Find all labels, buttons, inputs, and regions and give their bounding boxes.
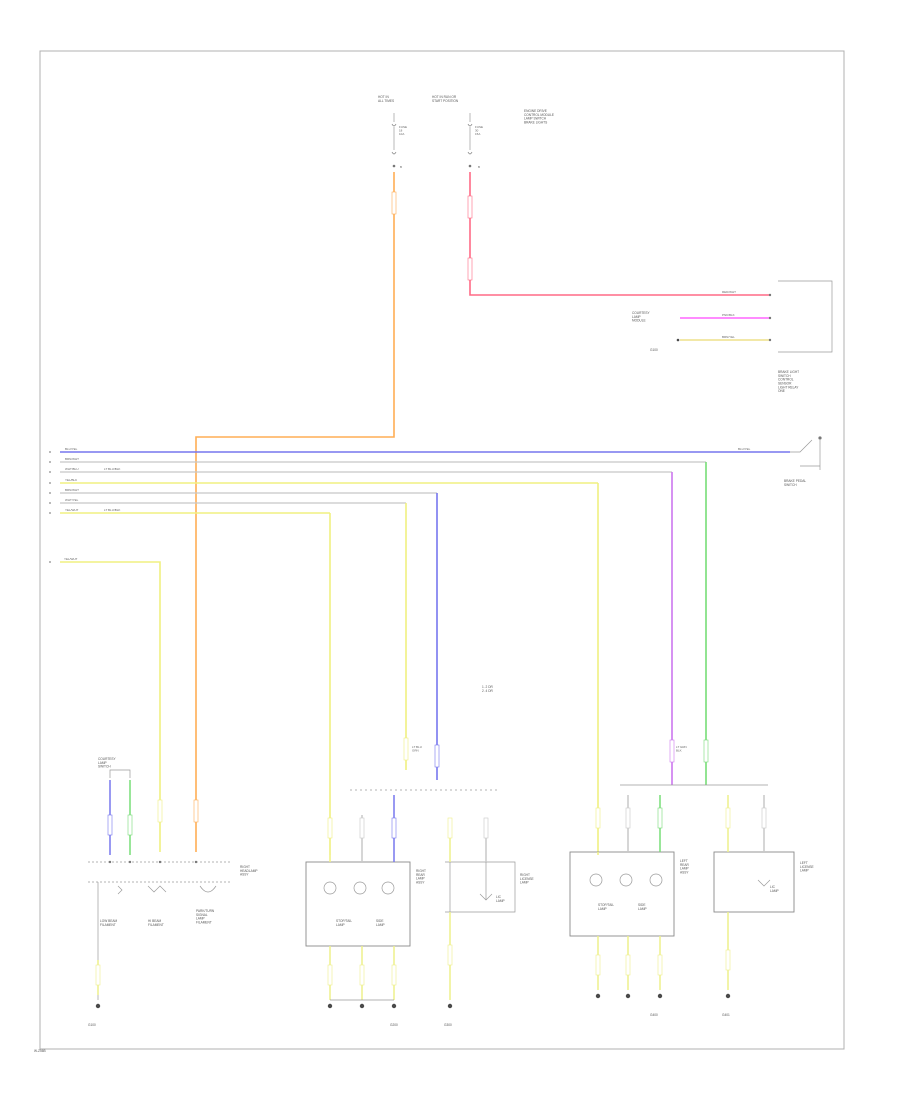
svg-text:LT BLU/BLK: LT BLU/BLK [104,508,120,512]
svg-text:WHT/YEL: WHT/YEL [65,498,79,502]
svg-text:G100: G100 [88,1023,96,1027]
svg-text:B: B [400,165,402,169]
wire-label-brn-yel: BRN/YEL [722,335,735,339]
svg-text:BRN/WHT: BRN/WHT [65,488,79,492]
svg-text:G400: G400 [650,1013,658,1017]
svg-text:WHT/BLU: WHT/BLU [65,467,79,471]
page-code: W-Z56B [34,1049,46,1053]
svg-text:BLU/YEL: BLU/YEL [65,447,78,451]
g100-label: G100 [650,348,658,352]
diagram-frame [39,50,845,1050]
svg-text:BLU/YEL: BLU/YEL [738,447,751,451]
harness-bus: BLU/YEL BLU/YEL BRN/WHT WHT/BLU YEL/BLK … [49,447,790,563]
wire-side-yellow: YEL/WHT [60,557,161,852]
svg-text:BRN/WHT: BRN/WHT [65,457,79,461]
svg-text:LT BLU/BLK: LT BLU/BLK [104,467,120,471]
svg-text:YEL/BLK: YEL/BLK [65,478,77,482]
svg-text:YEL/WHT: YEL/WHT [65,508,79,512]
svg-text:G200: G200 [390,1023,398,1027]
svg-text:YEL/WHT: YEL/WHT [64,557,78,561]
bus-labels: BLU/YEL BRN/WHT WHT/BLU YEL/BLK BRN/WHT … [65,447,120,512]
svg-text:G401: G401 [722,1013,730,1017]
svg-text:B: B [478,165,480,169]
svg-text:G300: G300 [444,1023,452,1027]
wire-orange [195,172,397,852]
wire-label-pink: PNK/BLK [722,313,735,317]
wire-label-red: RED/WHT [722,290,736,294]
wire-red: RED/WHT [467,172,770,296]
